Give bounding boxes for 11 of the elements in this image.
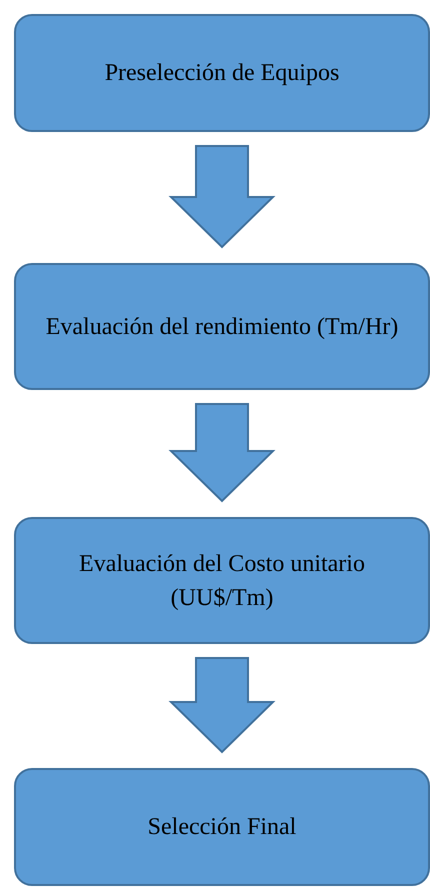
process-box [14, 263, 430, 390]
box-label: Evaluación del Costo unitario (UU$/Tm) [78, 550, 366, 612]
process-box [14, 14, 430, 132]
box-label: Selección Final [148, 813, 296, 842]
process-box [14, 517, 430, 644]
process-box [14, 768, 430, 886]
box-label: Evaluación del rendimiento (Tm/Hr) [46, 312, 398, 342]
block-arrow [168, 145, 276, 248]
block-arrow [168, 657, 276, 754]
box-label: Preselección de Equipos [104, 59, 340, 88]
block-arrow [168, 403, 276, 502]
